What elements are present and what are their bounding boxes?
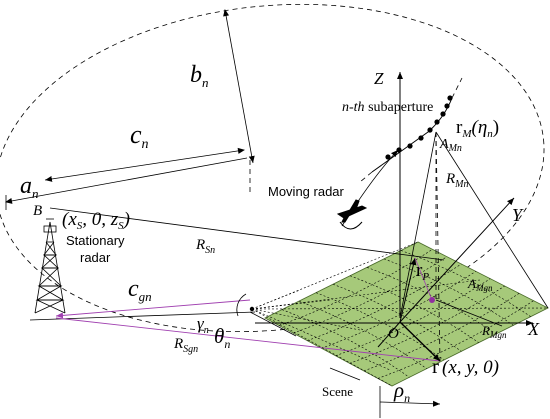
grid-line [363,293,520,372]
grid-line [332,283,462,352]
y-axis [399,197,515,323]
grid-line [349,275,479,343]
label-c-gn: cgn [128,276,152,304]
label-stationary-line1: Stationary [66,233,125,248]
grid-line [383,258,514,326]
grid-line [366,267,497,335]
fan-line [251,241,419,310]
label-x-axis: X [527,319,540,339]
scene-plane [264,241,549,387]
a-axis-line [5,157,248,204]
target-point [429,297,435,303]
stationary-radar-icon [34,218,66,314]
label-r-p: rP [416,260,429,283]
moving-fan-2 [435,131,441,362]
gamma-line [249,311,297,337]
rsgn-line [55,317,441,362]
label-y-axis: Y [512,205,524,225]
label-rho-n: ρn [393,378,410,405]
grid-line [298,300,427,369]
ellipse-boundary [0,3,545,333]
grid-line [335,278,491,357]
label-gamma-n: γn [197,314,209,336]
label-subaperture: n-th subaperture [342,100,433,115]
label-scene: Scene [322,384,353,399]
moving-radar-icon [336,199,368,230]
label-a-mgn: AMgn [467,276,493,293]
r-vector [399,321,441,362]
label-a-mn: AMn [439,137,462,154]
grid-line [293,256,448,334]
trajectory-curve [371,97,453,173]
moving-fan-1 [435,131,549,309]
ground-line [29,311,256,321]
label-stationary-line2: radar [80,250,111,265]
label-stationary-position: (xS, 0, zS) [62,209,130,232]
theta-arc [236,293,247,317]
c-axis-line [44,147,245,182]
rp-vector [399,257,417,323]
label-moving-radar: Moving radar [268,184,345,199]
trajectory-dashed [359,77,463,183]
fan-line [251,308,393,387]
p-to-a [414,257,433,301]
label-theta-n: θn [214,324,230,351]
label-r-coords: r(x, y, 0) [432,354,499,378]
scene-pointer [329,367,361,381]
label-r-mn: RMn [445,171,469,190]
rm-vector [399,131,437,319]
label-r-sgn: RSgn [173,336,198,355]
rsn-line [49,207,445,261]
grid-line [281,309,410,378]
subaperture-dots [385,95,453,160]
label-r-mgn: RMgn [481,323,507,340]
label-a-n: an [20,173,39,201]
moving-arrow-curve [341,149,399,227]
rho-arrow [379,400,441,407]
grid-line [307,263,462,341]
ground-focus-dot [249,306,255,312]
label-r-m: rM(ηn) [456,117,499,140]
label-z-axis: Z [374,69,384,88]
grid-line [279,249,433,326]
cgn-line [55,299,251,319]
rmgn-line [435,299,503,327]
fan-line [251,308,391,371]
label-b-n: bn [190,62,209,90]
label-c-n: cn [130,120,149,152]
y-axis-neg [377,321,401,348]
grid-line [349,285,505,364]
grid-line [321,271,476,349]
label-B: B [33,203,42,219]
grid-line [315,292,445,361]
label-origin: O [388,326,399,342]
b-axis-line [223,9,255,164]
label-r-sn: RSn [195,237,215,256]
grid-line [377,300,534,379]
